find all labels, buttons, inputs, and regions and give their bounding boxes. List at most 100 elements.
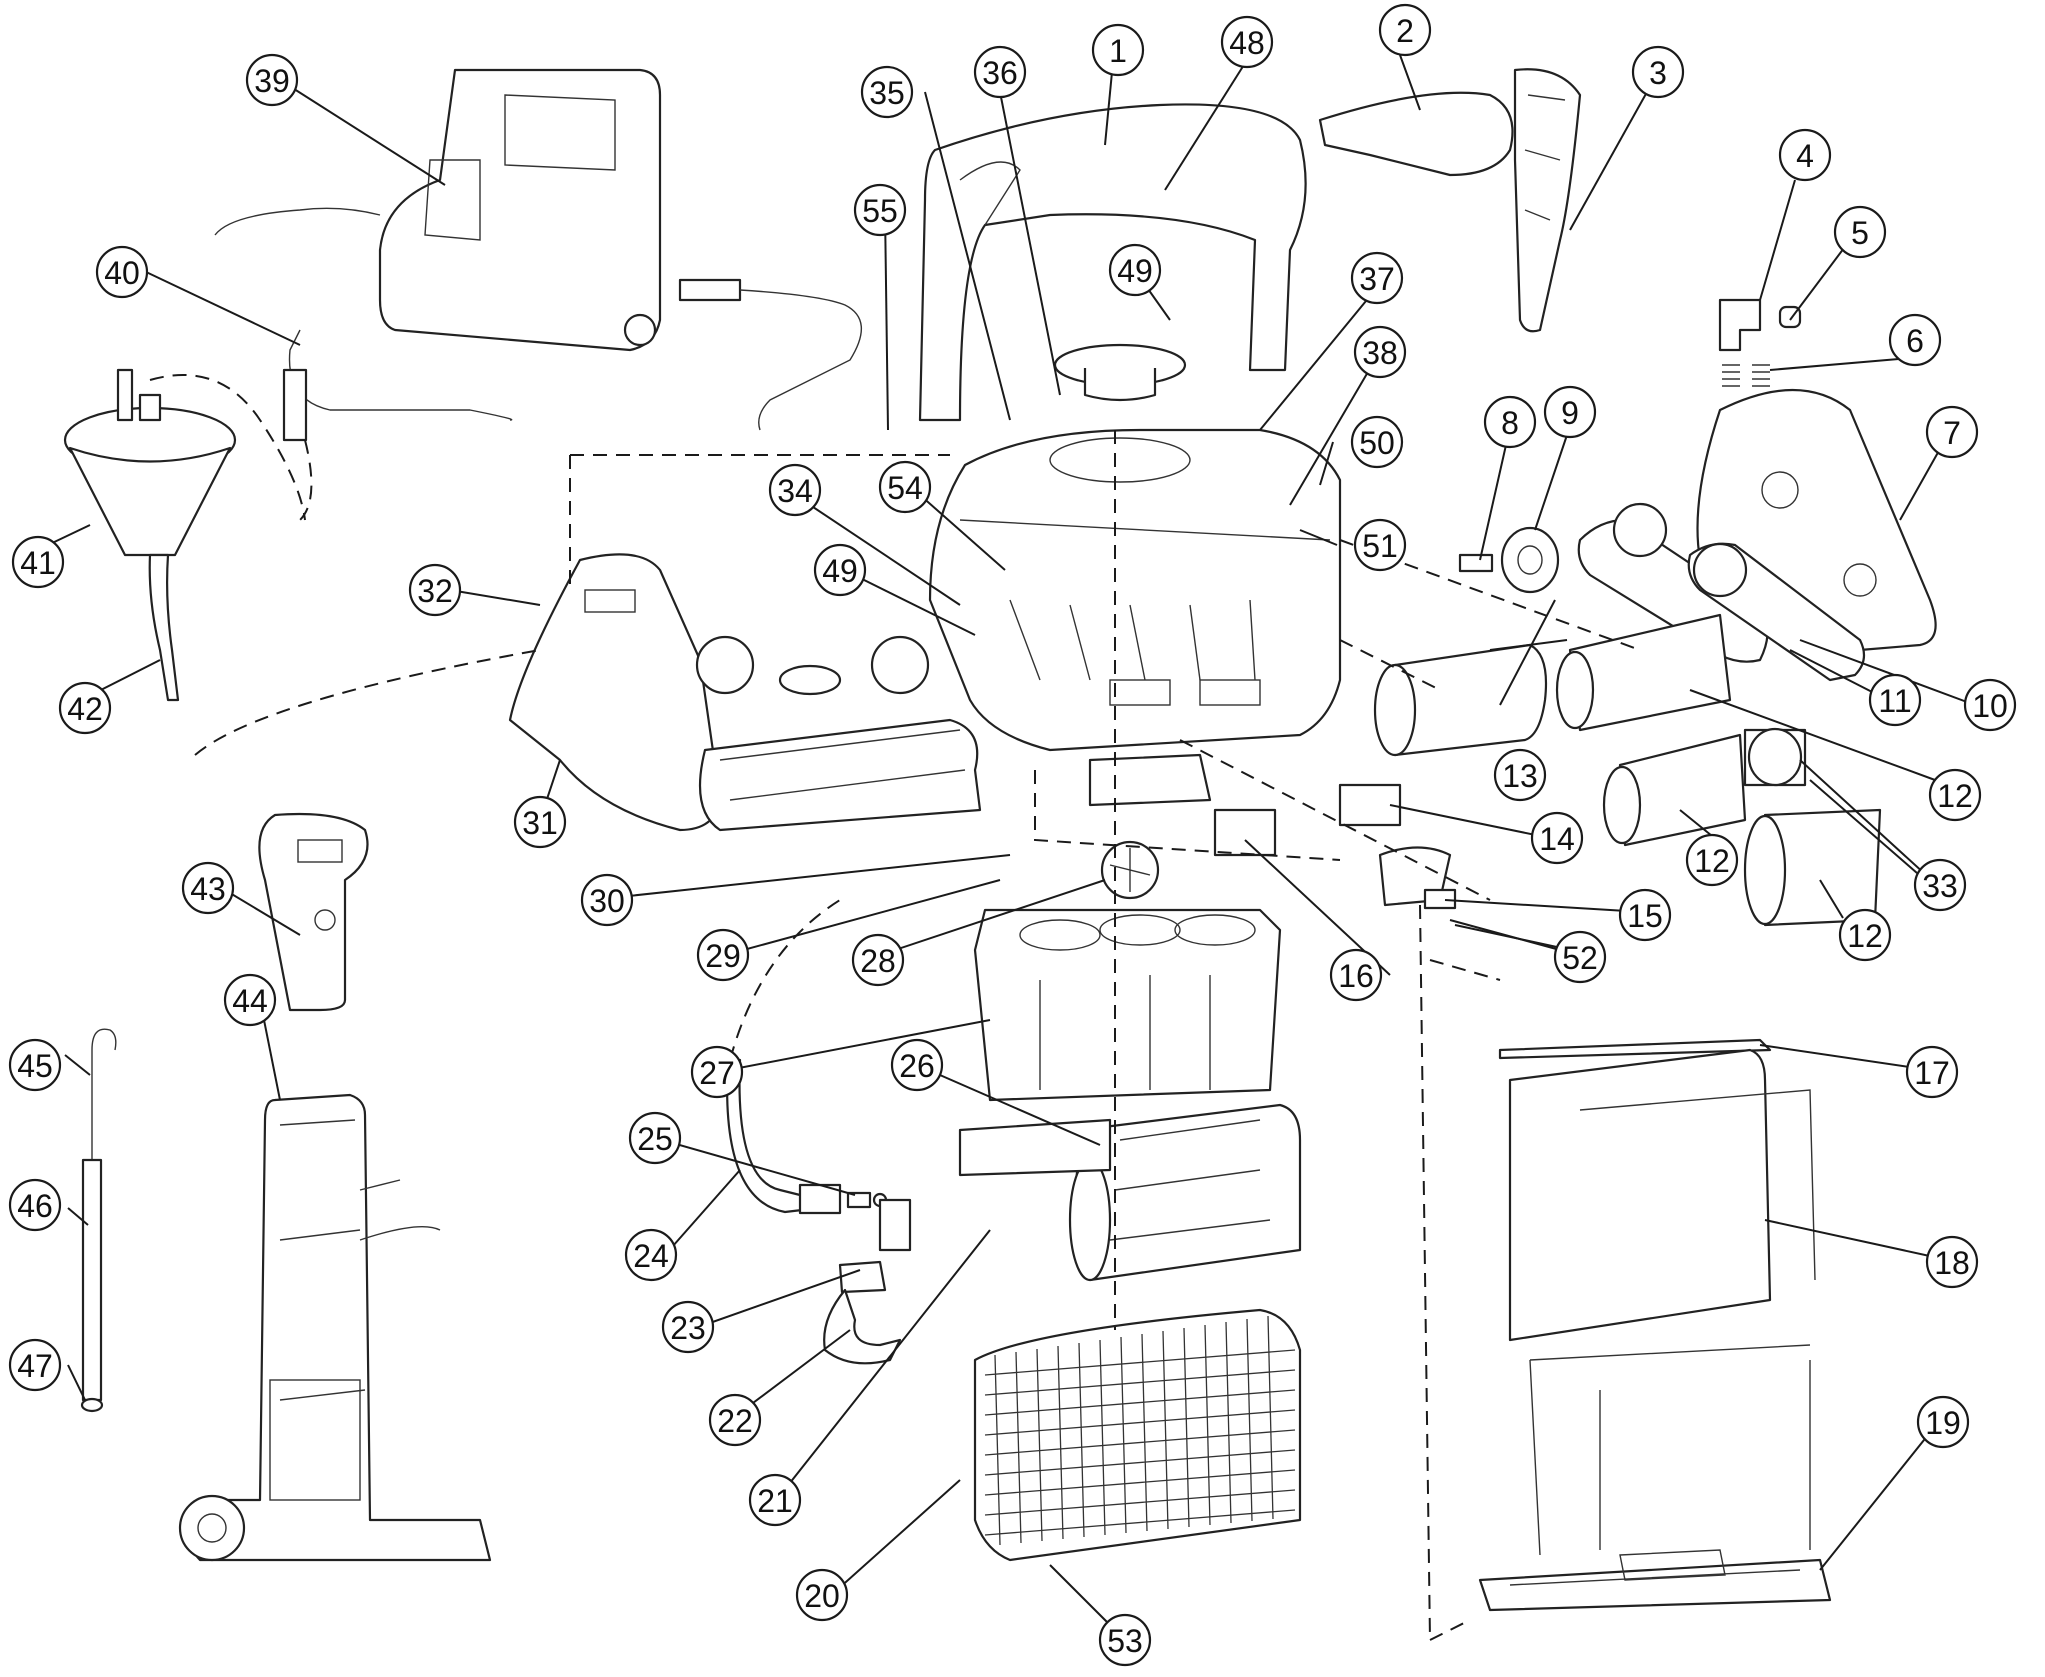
callout-circle bbox=[1888, 313, 1942, 367]
callout-circle bbox=[628, 1111, 682, 1165]
callout-54: 54 bbox=[878, 460, 932, 514]
callout-43: 43 bbox=[181, 861, 235, 915]
callout-circle bbox=[95, 245, 149, 299]
callout-46: 46 bbox=[8, 1178, 62, 1232]
callout-circle bbox=[1329, 948, 1383, 1002]
callout-24: 24 bbox=[624, 1228, 678, 1282]
callout-35: 35 bbox=[860, 65, 914, 119]
callout-number: 31 bbox=[522, 805, 558, 841]
callout-number: 54 bbox=[887, 470, 923, 506]
mesh-line bbox=[984, 1389, 1296, 1416]
callout-9: 9 bbox=[1543, 385, 1597, 439]
callout-circle bbox=[813, 543, 867, 597]
callout-number: 4 bbox=[1796, 138, 1814, 174]
callout-number: 36 bbox=[982, 55, 1018, 91]
callout-38: 38 bbox=[1353, 325, 1407, 379]
callout-circle bbox=[1868, 673, 1922, 727]
callout-number: 19 bbox=[1925, 1405, 1961, 1441]
callout-3: 3 bbox=[1631, 45, 1685, 99]
callout-circle bbox=[223, 973, 277, 1027]
mesh-line bbox=[1099, 1339, 1106, 1536]
callout-number: 52 bbox=[1562, 940, 1598, 976]
callout-circle bbox=[1618, 888, 1672, 942]
callout-circle bbox=[1553, 930, 1607, 984]
mesh-line bbox=[1246, 1318, 1253, 1522]
callout-circle bbox=[1091, 23, 1145, 77]
callout-number: 8 bbox=[1501, 405, 1519, 441]
mesh-line bbox=[984, 1429, 1296, 1456]
callout-circle bbox=[8, 1338, 62, 1392]
callout-circle bbox=[1108, 243, 1162, 297]
power-cable bbox=[282, 329, 513, 521]
callout-14: 14 bbox=[1530, 811, 1584, 865]
callout-number: 46 bbox=[17, 1188, 53, 1224]
callout-circle bbox=[851, 933, 905, 987]
mesh-line bbox=[984, 1449, 1296, 1476]
callout-number: 9 bbox=[1561, 395, 1579, 431]
callout-49: 49 bbox=[813, 543, 867, 597]
callout-number: 34 bbox=[777, 473, 813, 509]
callout-circle bbox=[696, 928, 750, 982]
callout-45: 45 bbox=[8, 1038, 62, 1092]
callout-circle bbox=[1925, 405, 1979, 459]
callout-circle bbox=[708, 1393, 762, 1447]
callout-number: 16 bbox=[1338, 958, 1374, 994]
callout-number: 47 bbox=[17, 1348, 53, 1384]
callout-32: 32 bbox=[408, 563, 462, 617]
callout-number: 11 bbox=[1878, 683, 1911, 719]
callout-21: 21 bbox=[748, 1473, 802, 1527]
mesh-line bbox=[1141, 1333, 1148, 1532]
callout-15: 15 bbox=[1618, 888, 1672, 942]
callout-number: 17 bbox=[1914, 1055, 1950, 1091]
callout-8: 8 bbox=[1483, 395, 1537, 449]
callout-22: 22 bbox=[708, 1393, 762, 1447]
mesh-line bbox=[984, 1349, 1296, 1376]
callout-circle bbox=[8, 1178, 62, 1232]
callout-circle bbox=[1350, 415, 1404, 469]
tote-bag-rack bbox=[1478, 1038, 1832, 1612]
callout-number: 38 bbox=[1362, 335, 1398, 371]
assembly-guide-line bbox=[1034, 770, 1341, 861]
callout-number: 53 bbox=[1107, 1623, 1143, 1659]
callout-number: 3 bbox=[1649, 55, 1667, 91]
callout-23: 23 bbox=[661, 1300, 715, 1354]
callout-number: 39 bbox=[254, 63, 290, 99]
callout-6: 6 bbox=[1888, 313, 1942, 367]
callout-12: 12 bbox=[1685, 833, 1739, 887]
callout-7: 7 bbox=[1925, 405, 1979, 459]
callout-17: 17 bbox=[1905, 1045, 1959, 1099]
callout-number: 51 bbox=[1362, 528, 1398, 564]
callout-20: 20 bbox=[795, 1568, 849, 1622]
callout-49: 49 bbox=[1108, 243, 1162, 297]
callout-circle bbox=[768, 463, 822, 517]
brackets bbox=[1088, 753, 1402, 857]
callout-39: 39 bbox=[245, 53, 299, 107]
mesh-line bbox=[984, 1409, 1296, 1436]
clip-and-springs bbox=[1718, 298, 1802, 387]
callout-16: 16 bbox=[1329, 948, 1383, 1002]
callout-circle bbox=[1631, 45, 1685, 99]
callout-circle bbox=[1913, 858, 1967, 912]
callout-number: 29 bbox=[705, 938, 741, 974]
callout-34: 34 bbox=[768, 463, 822, 517]
callout-circle bbox=[58, 681, 112, 735]
callout-number: 6 bbox=[1906, 323, 1924, 359]
callout-number: 15 bbox=[1627, 898, 1663, 934]
callout-number: 12 bbox=[1694, 843, 1730, 879]
callout-number: 30 bbox=[589, 883, 625, 919]
callout-number: 28 bbox=[860, 943, 896, 979]
power-supply-unit bbox=[214, 68, 863, 431]
callout-number: 22 bbox=[717, 1403, 753, 1439]
impeller bbox=[1100, 840, 1160, 900]
callout-circle bbox=[11, 535, 65, 589]
callout-10: 10 bbox=[1963, 678, 2017, 732]
assembly-guide-line bbox=[194, 649, 541, 756]
callout-number: 49 bbox=[822, 553, 858, 589]
pulley-wheel bbox=[1458, 526, 1560, 594]
callout-circle bbox=[860, 65, 914, 119]
callout-18: 18 bbox=[1925, 1235, 1979, 1289]
callout-circle bbox=[8, 1038, 62, 1092]
callout-41: 41 bbox=[11, 535, 65, 589]
callout-number: 49 bbox=[1117, 253, 1153, 289]
callout-number: 55 bbox=[862, 193, 898, 229]
